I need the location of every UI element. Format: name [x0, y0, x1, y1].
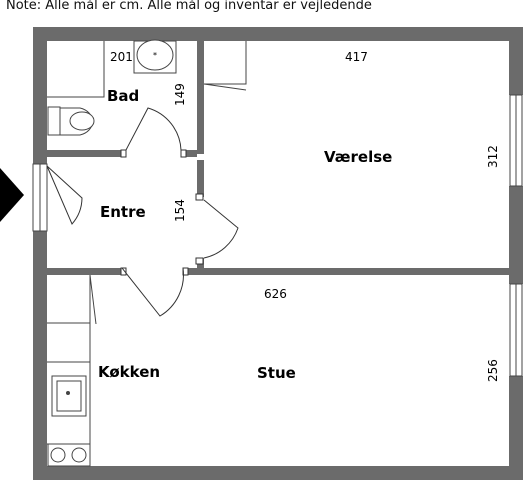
room-label-stue: Stue [257, 364, 296, 382]
interior-walls [47, 41, 509, 275]
dim-entre-height: 154 [173, 199, 187, 222]
closet [203, 41, 247, 91]
entrance-door [32, 163, 83, 232]
dim-vaerelse-width: 417 [345, 50, 368, 64]
bathroom-fixtures: * [47, 39, 177, 136]
kitchen-fixtures [47, 274, 97, 467]
door-swings [121, 107, 239, 317]
room-label-vaerelse: Værelse [324, 148, 392, 166]
dim-stue-width: 626 [264, 287, 287, 301]
dim-bad-width: 201 [110, 50, 133, 64]
dim-vaerelse-height: 312 [486, 145, 500, 168]
dim-stue-height: 256 [486, 359, 500, 382]
room-label-koekken: Køkken [98, 363, 160, 381]
room-label-bad: Bad [107, 87, 139, 105]
kitchen-sink-icon [51, 375, 87, 417]
entrance-arrow [0, 168, 24, 222]
outer-walls [33, 27, 523, 480]
windows [509, 94, 523, 377]
plan-note: Note: Alle mål er cm. Alle mål og invent… [6, 0, 372, 13]
svg-text:*: * [153, 51, 157, 60]
room-label-entre: Entre [100, 203, 146, 221]
stove-icon [47, 443, 91, 467]
toilet-icon [47, 106, 95, 136]
dim-bad-height: 149 [173, 83, 187, 106]
